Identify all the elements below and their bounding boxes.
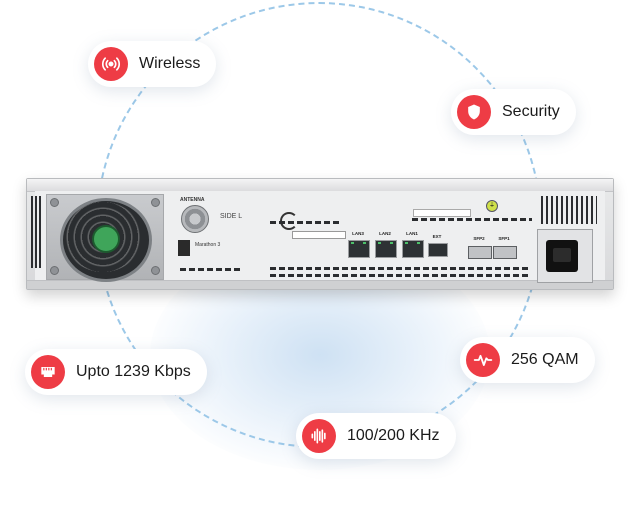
feature-pill-speed: Upto 1239 Kbps: [25, 349, 207, 395]
side-vent: [31, 196, 41, 268]
ext-port: [428, 243, 448, 257]
ground-icon: ⏚: [486, 200, 498, 212]
feature-pill-wireless: Wireless: [88, 41, 217, 87]
screw-icon: [151, 266, 160, 275]
lan3-port: [348, 240, 370, 258]
model-name: Marathon 3: [195, 242, 221, 248]
feature-pill-bandwidth: 100/200 KHz: [296, 413, 456, 459]
feature-pill-security: Security: [451, 89, 576, 135]
feature-label: Wireless: [139, 55, 201, 72]
antenna-connector: [181, 205, 209, 233]
vent: [180, 268, 240, 271]
power-socket-icon: [546, 240, 578, 272]
port-label: SFP2: [473, 236, 485, 241]
pulse-icon: [466, 343, 500, 377]
serial-strip: [413, 209, 471, 217]
shield-icon: [457, 95, 491, 129]
lan1-port: [402, 240, 424, 258]
sfp2-port: [468, 246, 492, 259]
power-vent: [541, 196, 597, 224]
port-label: EXT: [432, 234, 442, 239]
feature-label: 100/200 KHz: [347, 427, 440, 444]
label-strip: [292, 231, 346, 239]
antenna-label: ANTENNA: [180, 197, 205, 203]
sfp1-port: [493, 246, 517, 259]
screw-icon: [50, 198, 59, 207]
port-label: LAN3: [352, 231, 364, 236]
vent: [270, 267, 530, 270]
port-label: SFP1: [498, 236, 510, 241]
wireless-icon: [94, 47, 128, 81]
side-label: SIDE L: [220, 213, 243, 220]
screw-icon: [151, 198, 160, 207]
port-label: LAN1: [406, 231, 418, 236]
fan-hub: [92, 225, 120, 253]
feature-label: Upto 1239 Kbps: [76, 363, 191, 380]
waveform-icon: [302, 419, 336, 453]
ethernet-port-icon: [31, 355, 65, 389]
vent: [270, 221, 342, 224]
feature-pill-qam: 256 QAM: [460, 337, 595, 383]
vent: [412, 218, 532, 221]
lan2-port: [375, 240, 397, 258]
vent: [270, 274, 530, 277]
port-label: LAN2: [379, 231, 391, 236]
feature-label: 256 QAM: [511, 351, 579, 368]
device-bottom-rail: [27, 280, 613, 289]
feature-label: Security: [502, 103, 560, 120]
screw-icon: [50, 266, 59, 275]
brand-logo: [178, 240, 190, 256]
